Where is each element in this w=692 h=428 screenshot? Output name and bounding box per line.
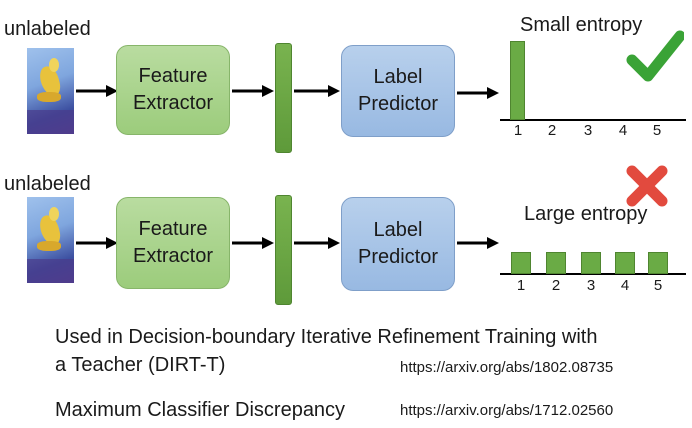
row2-tick-2: 2 <box>551 277 561 294</box>
mcd-label: Maximum Classifier Discrepancy <box>55 399 346 421</box>
row1-tick-1: 1 <box>513 122 523 139</box>
row1-feature-extractor: Feature Extractor <box>116 45 230 135</box>
row1-arrow-extractor-to-feature <box>232 85 274 97</box>
row1-tick-5: 5 <box>652 122 662 139</box>
row2-histogram: 1 2 3 4 5 <box>500 240 686 300</box>
mcd-paper-link[interactable]: https://arxiv.org/abs/1712.02560 <box>400 402 614 419</box>
row1-axis <box>500 119 686 121</box>
row2-axis <box>500 273 686 275</box>
row2-arrow-image-to-extractor <box>76 237 118 249</box>
row1-unlabeled-label: unlabeled <box>4 18 91 40</box>
row2-bar-3 <box>581 252 601 274</box>
cross-icon <box>626 165 668 207</box>
row1-arrow-predictor-to-output <box>457 87 499 99</box>
row1-label-predictor: Label Predictor <box>341 45 455 137</box>
row2-feature-extractor: Feature Extractor <box>116 197 230 289</box>
row2-bar-4 <box>615 252 635 274</box>
row1-tick-3: 3 <box>583 122 593 139</box>
row2-arrow-predictor-to-output <box>457 237 499 249</box>
row2-unlabeled-label: unlabeled <box>4 173 91 195</box>
row2-tick-5: 5 <box>653 277 663 294</box>
row2-bar-5 <box>648 252 668 274</box>
check-icon <box>626 30 684 82</box>
row1-feature-vector <box>275 43 292 153</box>
row2-label-predictor: Label Predictor <box>341 197 455 291</box>
row2-tick-1: 1 <box>516 277 526 294</box>
row1-tick-2: 2 <box>547 122 557 139</box>
row1-histogram: 1 2 3 4 5 <box>500 40 686 146</box>
row2-tick-3: 3 <box>586 277 596 294</box>
dirt-description-line1: Used in Decision-boundary Iterative Refi… <box>55 326 598 348</box>
row2-arrow-extractor-to-feature <box>232 237 274 249</box>
row1-bar-1 <box>510 41 525 120</box>
row2-bar-1 <box>511 252 531 274</box>
row1-tick-4: 4 <box>618 122 628 139</box>
row1-arrow-image-to-extractor <box>76 85 118 97</box>
row1-arrow-feature-to-predictor <box>294 85 340 97</box>
row2-bar-2 <box>546 252 566 274</box>
row2-input-image <box>27 197 74 283</box>
row2-entropy-label: Large entropy <box>524 203 648 225</box>
dirt-paper-link[interactable]: https://arxiv.org/abs/1802.08735 <box>400 359 614 376</box>
dirt-description-line2: a Teacher (DIRT-T) <box>55 354 226 376</box>
row2-feature-vector <box>275 195 292 305</box>
row1-entropy-label: Small entropy <box>520 14 643 36</box>
row1-input-image <box>27 48 74 134</box>
row2-arrow-feature-to-predictor <box>294 237 340 249</box>
row2-tick-4: 4 <box>620 277 630 294</box>
